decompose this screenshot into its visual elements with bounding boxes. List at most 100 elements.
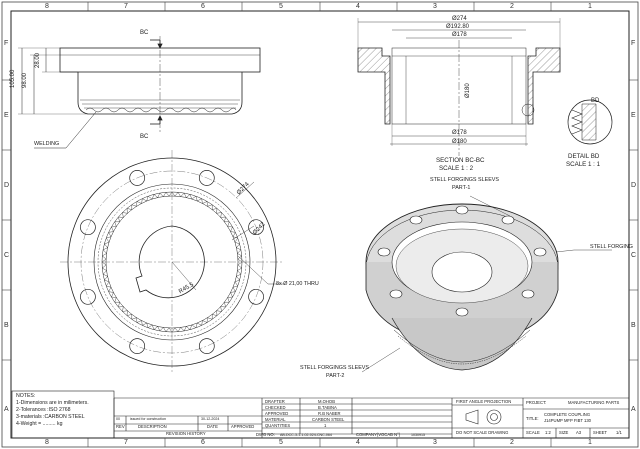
zone-col-7: 7 (124, 3, 128, 10)
zone-row-e: E (4, 112, 9, 119)
zone-col-6-bottom: 6 (201, 439, 205, 446)
title-line-2: J14PUMP MFP FIBT 130 (544, 418, 592, 423)
bolt-hole (129, 170, 146, 186)
bolt-hole (248, 219, 264, 236)
dwg-no-value: AB-DCC-3-1-1-02-024-CNC-064 (280, 432, 332, 437)
zone-row-a-right: A (631, 406, 636, 413)
bore-keyway (135, 225, 205, 299)
rev-header-approved: APPROVED (231, 424, 255, 429)
dim-274-section: Ø274 (452, 16, 467, 22)
zone-col-5: 5 (279, 3, 283, 10)
weld-bead (85, 107, 237, 113)
zone-col-1-bottom: 1 (588, 439, 592, 446)
size-value: A3 (576, 430, 582, 435)
bolt-hole (198, 338, 215, 354)
bolt-hole (80, 288, 96, 305)
size-label: SIZE (559, 430, 569, 435)
drafter-label: DRAFTER (265, 398, 285, 404)
zone-col-4-bottom: 4 (356, 439, 360, 446)
section-title: SECTION BC-BC (436, 157, 485, 164)
notes-line-4: 4-Weight = ......... kg (16, 421, 63, 427)
sheet-value: 1/1 (616, 430, 622, 435)
scale-value: 1:2 (545, 430, 551, 435)
section-view (357, 18, 613, 156)
bolt-hole (80, 219, 96, 236)
section-mark-bottom: BC (140, 134, 149, 140)
dim-192: Ø192.80 (446, 24, 470, 30)
rev-header-rev: REV (116, 424, 125, 429)
title-block-lines (11, 390, 629, 439)
zone-col-4: 4 (356, 3, 360, 10)
bolt-hole-group (80, 170, 264, 354)
section-left-flange (357, 47, 391, 125)
rev-row-date: 30-12-2024 (201, 417, 220, 421)
detail-mark: BD (591, 98, 600, 104)
zone-col-7-bottom: 7 (124, 439, 128, 446)
zone-col-8-bottom: 8 (45, 439, 49, 446)
detail-title: DETAIL BD (568, 153, 600, 160)
bolt-hole (248, 288, 264, 305)
iso-label-part2-line1: STELL FORGINGS SLEEVS (300, 365, 370, 371)
project-label: PROJECT: (526, 399, 547, 405)
bolt-hole (129, 338, 146, 354)
approved-value: R.B NABER (318, 410, 341, 416)
revision-history-title: REVISION HISTORY (166, 431, 206, 436)
projection-label: FIRST ANGLE PROJECTION (456, 398, 512, 404)
zone-row-f: F (4, 40, 9, 47)
rev-row-desc: issued for construction (130, 417, 166, 421)
notes-heading: NOTES: (16, 393, 36, 399)
drafter-value: M.OHOB (318, 398, 335, 404)
zone-row-b-right: B (631, 322, 636, 329)
checked-value: B.TABINA (318, 404, 337, 410)
zone-row-d: D (4, 182, 10, 189)
iso-view (361, 195, 612, 373)
iso-label-part1-line2: PART-1 (452, 185, 471, 191)
zone-row-d-right: D (631, 182, 637, 189)
bolt-hole (198, 170, 215, 186)
rev-row-rev: 00 (116, 417, 120, 421)
sheet-label: SHEET (593, 430, 607, 435)
scale-label: SCALE (526, 430, 540, 435)
zone-row-a: A (4, 406, 9, 413)
dim-flange-thickness: 28.00 (35, 52, 41, 68)
quantities-value: 1 (324, 422, 327, 428)
zone-col-2: 2 (510, 3, 514, 10)
title-label: TITLE: (526, 416, 539, 421)
zone-col-1: 1 (588, 3, 592, 10)
dim-178-bottom: Ø178 (452, 130, 467, 136)
zone-col-8: 8 (45, 3, 49, 10)
notes-line-1: 1-Dimensions are in milimeters. (16, 400, 89, 406)
section-right-flange (527, 47, 561, 125)
checked-label: CHECKED (265, 404, 286, 410)
gear-teeth (101, 191, 243, 333)
section-mark-top: BC (140, 30, 149, 36)
iso-label-right: STELL FORGING (590, 244, 633, 250)
holes-callout: 8x Ø 21,00 THRU (276, 281, 319, 287)
rev-header-desc: DESCRIPTION (138, 424, 167, 429)
zone-col-3: 3 (433, 3, 437, 10)
welding-label: WELDING (34, 141, 60, 147)
front-view (18, 36, 261, 149)
dwg-no-label: DWG NO: (256, 432, 275, 437)
approved-label: APPROVED (265, 410, 289, 416)
projection-symbol (465, 409, 502, 425)
notes-line-3: 3-materials :CARBON STEEL (16, 414, 85, 420)
material-label: MATERIAL (265, 416, 286, 422)
dim-mid-height: 98.00 (22, 72, 28, 88)
plan-view (60, 150, 284, 374)
zone-row-c-right: C (631, 252, 637, 259)
zone-col-6: 6 (201, 3, 205, 10)
iso-label-part1-line1: STELL FORGINGS SLEEVS (430, 177, 500, 183)
company-label: COMPANY(VOCAB N°) (356, 432, 401, 437)
section-scale: SCALE 1 : 2 (439, 165, 474, 172)
material-value: CARBON STEEL (312, 416, 345, 422)
no-scale-label: DO NOT SCALE DRAWING (456, 430, 509, 435)
zone-row-e-right: E (631, 112, 636, 119)
zone-row-b: B (4, 322, 9, 329)
quantities-label: QUANTITIES (265, 422, 291, 428)
dim-180-bottom: Ø180 (452, 139, 467, 145)
zone-row-c: C (4, 252, 10, 259)
